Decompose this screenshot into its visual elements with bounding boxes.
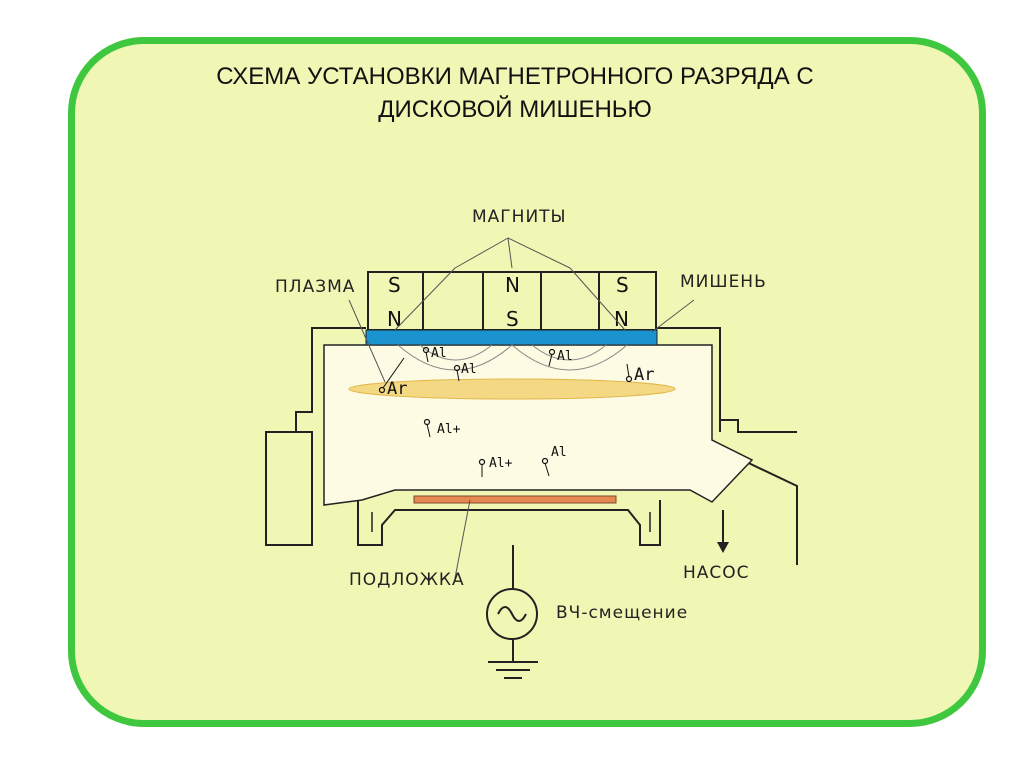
- particle-al-ion: Al+: [423, 418, 461, 438]
- magnet-pole-top-3: S: [616, 273, 629, 297]
- rf-bias-label: ВЧ-смещение: [556, 603, 688, 623]
- svg-text:Ar: Ar: [634, 365, 654, 385]
- particle-ar: Ar: [378, 357, 407, 399]
- chamber-interior: [323, 344, 754, 506]
- particle-al-ion: Al+: [478, 456, 513, 477]
- magnets-label: МАГНИТЫ: [472, 207, 567, 227]
- svg-text:Al: Al: [461, 362, 477, 377]
- svg-text:Al+: Al+: [489, 456, 513, 471]
- target-label: МИШЕНЬ: [680, 272, 767, 292]
- chamber-wall-outer: [295, 327, 721, 432]
- plasma-label: ПЛАЗМА: [275, 277, 355, 297]
- chamber-wall-right-outer: [720, 419, 797, 433]
- substrate-holder-inner: [371, 512, 651, 532]
- target-disc: [365, 329, 658, 346]
- plasma-ring: [348, 378, 676, 400]
- title-line-2: ДИСКОВОЙ МИШЕНЬЮ: [378, 96, 652, 123]
- particle-al: Al: [422, 346, 447, 363]
- svg-text:Ar: Ar: [387, 379, 407, 399]
- magnet-pole-top-2: N: [505, 273, 520, 297]
- magnet-pole-bottom-1: N: [387, 307, 402, 331]
- svg-text:Al: Al: [557, 349, 573, 364]
- side-box: [265, 431, 313, 546]
- title-line-1: СХЕМА УСТАНОВКИ МАГНЕТРОННОГО РАЗРЯДА С: [216, 63, 814, 90]
- svg-text:Al: Al: [551, 445, 567, 460]
- magnet-pole-top-1: S: [388, 273, 401, 297]
- field-line: [531, 344, 607, 361]
- pump-label: НАСОС: [683, 563, 750, 583]
- substrate-holder: [357, 500, 661, 546]
- svg-text:Al: Al: [431, 346, 447, 361]
- ac-source-icon: [486, 588, 538, 640]
- magnet-pole-bottom-3: N: [614, 307, 629, 331]
- field-line: [419, 344, 493, 361]
- particle-al: Al: [453, 362, 477, 382]
- field-line: [511, 344, 628, 371]
- substrate-label: ПОДЛОЖКА: [349, 570, 465, 590]
- particle-al: Al: [548, 348, 573, 367]
- pump-arrow-icon: [717, 510, 729, 553]
- leader-lines: [348, 237, 695, 579]
- page-title: СХЕМА УСТАНОВКИ МАГНЕТРОННОГО РАЗРЯДА С …: [110, 60, 920, 126]
- particle-ar: Ar: [625, 363, 654, 385]
- magnet-pole-bottom-2: S: [506, 307, 519, 331]
- substrate-plate: [413, 495, 617, 504]
- svg-text:Al+: Al+: [437, 422, 461, 437]
- particle-al: Al: [541, 445, 567, 477]
- ground-icon: [488, 661, 538, 679]
